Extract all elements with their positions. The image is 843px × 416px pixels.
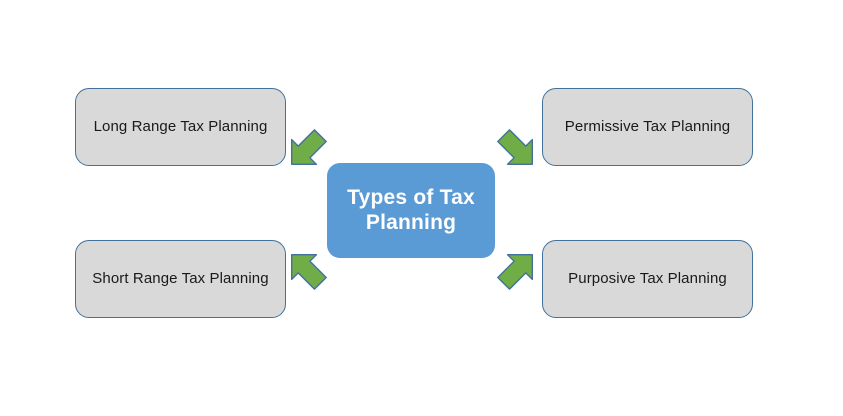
node-label: Permissive Tax Planning <box>564 117 731 135</box>
center-label-line1: Types of Tax <box>347 185 475 209</box>
arrow-down-left-icon <box>290 253 327 290</box>
arrow-down-right-icon <box>497 253 534 290</box>
node-label: Long Range Tax Planning <box>93 117 268 135</box>
node-label: Purposive Tax Planning <box>568 269 727 287</box>
node-purposive-tax-planning[interactable]: Purposive Tax Planning <box>542 240 753 318</box>
node-short-range-tax-planning[interactable]: Short Range Tax Planning <box>75 240 286 318</box>
arrow-up-right-icon <box>497 129 534 166</box>
node-permissive-tax-planning[interactable]: Permissive Tax Planning <box>542 88 753 166</box>
node-label: Short Range Tax Planning <box>92 269 269 287</box>
node-long-range-tax-planning[interactable]: Long Range Tax Planning <box>75 88 286 166</box>
center-label-line2: Planning <box>365 210 457 234</box>
arrow-up-left-icon <box>290 129 327 166</box>
